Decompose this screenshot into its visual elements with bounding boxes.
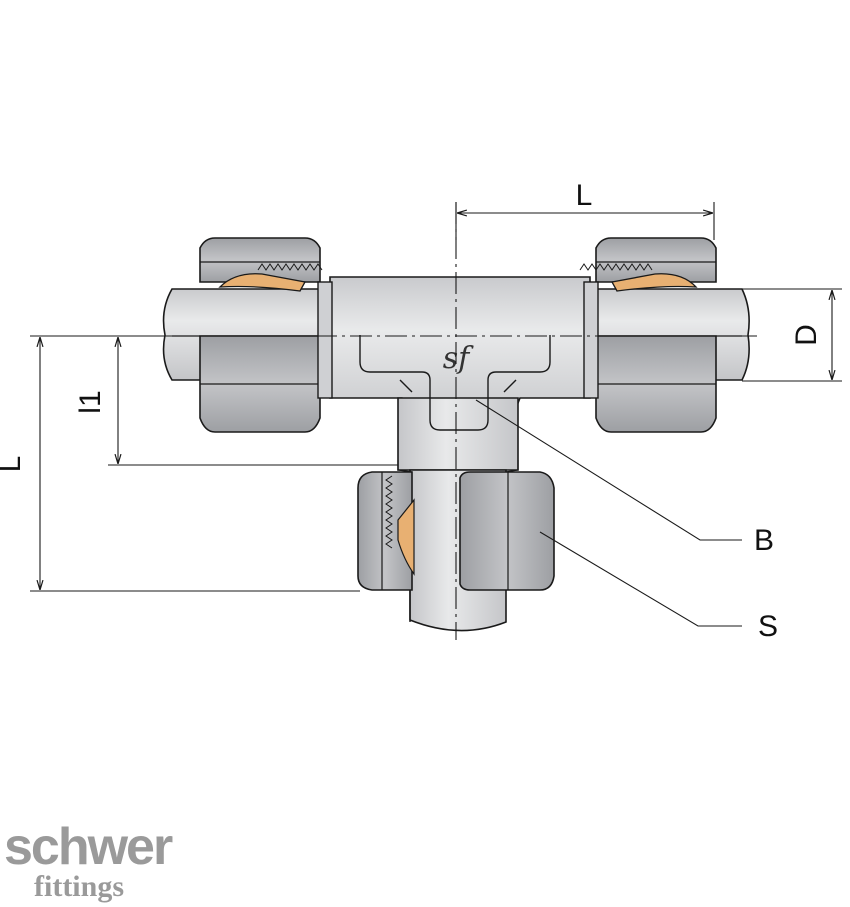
dimensions [30, 202, 842, 627]
dimension-label-L-top: L [576, 179, 593, 212]
tee-body: sf [329, 276, 591, 471]
logo-line-2: fittings [34, 870, 124, 903]
dimension-label-L-left: L [0, 456, 27, 473]
callout-label-B: B [754, 524, 774, 557]
callout-label-S: S [758, 610, 778, 643]
bottom-branch-connection [357, 460, 555, 632]
logo-line-1: schwer [4, 818, 173, 876]
centerlines [140, 202, 760, 640]
dimension-label-l1: l1 [74, 390, 107, 413]
left-tube-connection [162, 237, 333, 433]
schwer-fittings-logo: schwer fittings [4, 818, 175, 903]
right-tube-connection [579, 237, 750, 433]
sf-emblem: sf [443, 341, 474, 376]
dimension-label-D: D [790, 324, 823, 346]
